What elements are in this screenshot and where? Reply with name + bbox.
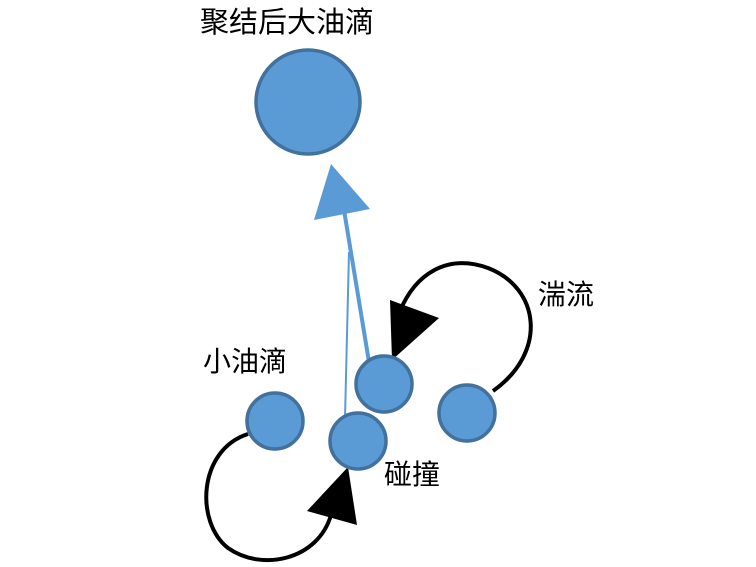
big-droplet-label: 聚结后大油滴 [200,5,375,39]
coalescence-arrow-head [314,164,370,220]
turbulence-arrow-head [390,300,439,360]
coalescence-arrow-shaft [342,209,371,363]
collision-label: 碰撞 [384,458,441,491]
small-drop-loop [204,432,333,563]
turbulence-label: 湍流 [538,278,595,311]
small-droplet-collision-upper [354,354,414,414]
big-droplet [254,48,362,156]
small-drop-arrow-head [307,467,357,525]
turbulence-loop [398,261,533,393]
small-droplet-collision-lower [328,411,388,471]
coalescence-arrow-thin-line [344,251,350,419]
small-droplet-left [245,391,305,451]
small-droplet-label: 小油滴 [203,345,288,378]
small-droplet-right [437,383,497,443]
